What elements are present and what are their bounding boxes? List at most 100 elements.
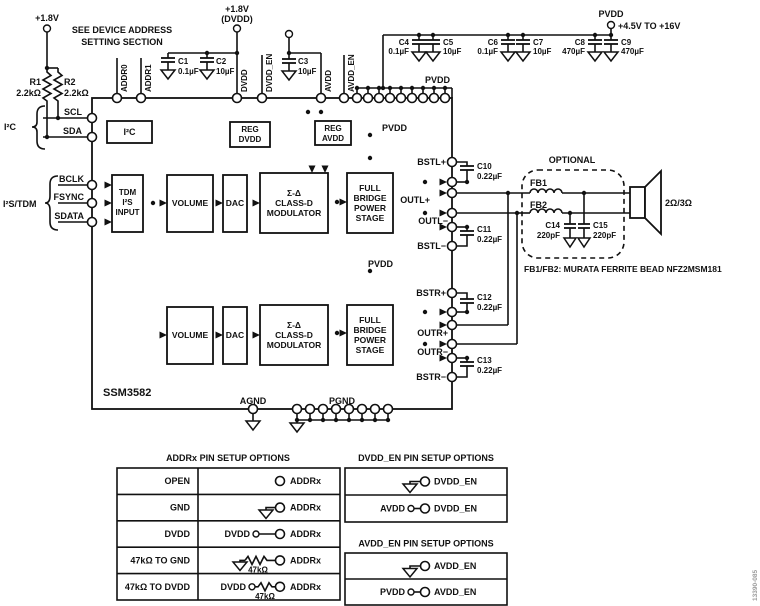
c7-symbol [516, 39, 530, 45]
label-dvdd-en-pin: DVDD_EN [265, 54, 274, 92]
label-outr-plus: OUTR+ [417, 328, 448, 338]
pin-avdd-en [338, 92, 350, 104]
label-volume-2: VOLUME [172, 330, 209, 340]
pin-outr-minus [446, 352, 458, 364]
pin-bstr-plus [446, 287, 458, 299]
ground-icon [231, 561, 249, 572]
label-bstl-minus: BSTL− [417, 241, 446, 251]
pin-pvdd [373, 92, 385, 104]
label-ferrite-note: FB1/FB2: MURATA FERRITE BEAD NFZ2MSM181 [524, 264, 722, 274]
source-terminal-icon [407, 588, 415, 596]
label-c13: C13 [477, 356, 492, 365]
pin-bclk [86, 179, 98, 191]
label-optional: OPTIONAL [549, 155, 596, 165]
addrx-pin-icon [274, 502, 286, 513]
dvdd-en-setup-table: DVDD_EN PIN SETUP OPTIONS DVDD_EN AVDD D… [344, 453, 508, 523]
ground-icon [288, 422, 306, 434]
pin-pgnd [304, 403, 316, 415]
c8-symbol [588, 39, 602, 45]
addrx-row-label: OPEN [164, 476, 190, 486]
label-c5: C5 [443, 38, 454, 47]
label-tdm-1: TDM [119, 188, 137, 197]
terminal-avdd-supply [284, 29, 294, 39]
addrx-setup-table: ADDRx PIN SETUP OPTIONS OPEN ADDRx GND A… [116, 453, 341, 601]
label-pvdd-range: +4.5V TO +16V [618, 21, 680, 31]
optional-filter-box [521, 169, 625, 259]
pin-scl [86, 112, 98, 124]
pin-pgnd [343, 403, 355, 415]
dvdd-en-pin-label: DVDD_EN [434, 504, 477, 514]
ground-icon [562, 237, 578, 249]
label-outl-minus: OUTL− [418, 216, 448, 226]
addrx-pin-label: ADDRx [290, 529, 321, 539]
junction-dots [44, 32, 614, 423]
addrx-pin-label: ADDRx [290, 582, 321, 592]
speaker-cone-icon [644, 168, 662, 237]
label-bstr-minus: BSTR− [416, 372, 446, 382]
label-c10-value: 0.22µF [477, 172, 502, 181]
pin-pvdd [406, 92, 418, 104]
label-c6-value: 0.1µF [477, 47, 498, 56]
label-i2c-interface: I²C [4, 122, 16, 132]
label-outr-minus: OUTR− [417, 347, 448, 357]
addrx-pin-label: ADDRx [290, 476, 321, 486]
label-c4: C4 [399, 38, 410, 47]
label-scl: SCL [64, 107, 83, 117]
label-bclk: BCLK [59, 174, 84, 184]
label-fb2: FB2 [530, 200, 547, 210]
label-c15-value: 220pF [593, 231, 616, 240]
ground-symbols [159, 51, 620, 434]
pin-pgnd [382, 403, 394, 415]
pin-fsync [86, 197, 98, 209]
pin-outl-minus [446, 221, 458, 233]
c9-symbol [604, 39, 618, 45]
label-c15: C15 [593, 221, 608, 230]
label-c2-value: 10µF [216, 67, 235, 76]
ground-icon [198, 69, 216, 81]
label-c14-value: 220pF [537, 231, 560, 240]
avdd-en-pin-icon [419, 586, 431, 598]
fb1-ferrite-bead [529, 188, 563, 194]
label-volume-1: VOLUME [172, 198, 209, 208]
pin-pvdd [417, 92, 429, 104]
label-chip-name: SSM3582 [103, 387, 151, 399]
addrx-pin-icon [274, 581, 286, 593]
addrx-pin-icon [274, 528, 286, 540]
label-r1: R1 [29, 77, 41, 87]
label-stage2-1: FULL [359, 315, 381, 325]
label-speaker-impedance: 2Ω/3Ω [665, 198, 692, 208]
ground-icon [280, 70, 298, 82]
c1-symbol [161, 57, 175, 63]
terminal-1v8-left [42, 24, 52, 33]
label-dac-2: DAC [226, 330, 244, 340]
label-r2: R2 [64, 77, 76, 87]
pin-pvdd [439, 92, 451, 104]
pin-addr1 [135, 92, 147, 104]
power-stage-block-1 [346, 172, 394, 234]
pin-addr0 [111, 92, 123, 104]
addrx-resistor-label: 47kΩ [248, 566, 268, 575]
ground-icon [257, 509, 275, 520]
label-sdata: SDATA [54, 211, 84, 221]
addrx-pin-label: ADDRx [290, 503, 321, 513]
label-c8: C8 [575, 38, 586, 47]
pin-outr-plus [446, 319, 458, 331]
label-dac-1: DAC [226, 198, 244, 208]
label-c3-value: 10µF [298, 67, 317, 76]
pin-pvdd [428, 92, 440, 104]
pin-outl-plus [446, 187, 458, 199]
label-mod2-2: CLASS-D [275, 330, 313, 340]
label-outl-plus: OUTL+ [400, 195, 430, 205]
label-stage2-4: STAGE [356, 345, 385, 355]
pin-outr-plus [446, 306, 458, 318]
label-1v8-dvdd: +1.8V [225, 4, 249, 14]
pin-outr-minus [446, 338, 458, 350]
label-sda: SDA [63, 126, 83, 136]
power-stage-block-2 [346, 304, 394, 366]
label-c5-value: 10µF [443, 47, 462, 56]
addrx-resistor-label: 47kΩ [255, 592, 275, 601]
dvdd-en-pin-icon [419, 476, 431, 487]
addrx-source-label: DVDD [224, 529, 250, 539]
terminal-1v8-dvdd [232, 24, 242, 33]
